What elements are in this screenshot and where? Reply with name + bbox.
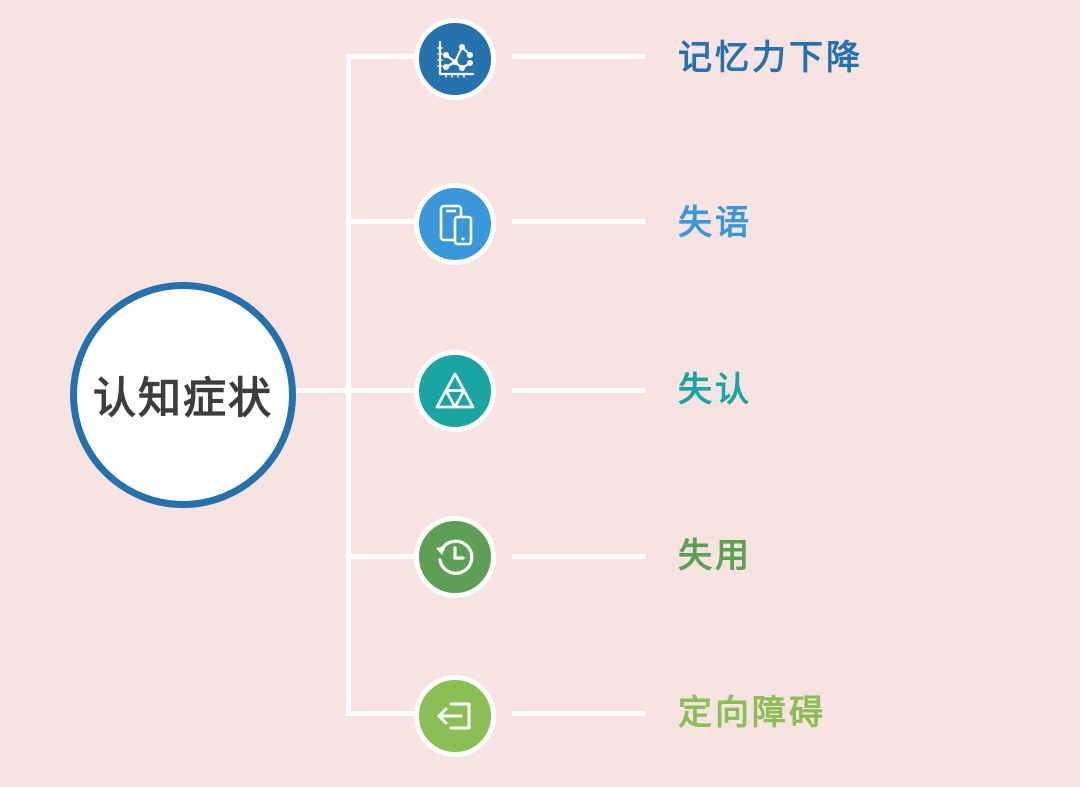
icon-to-label-line-2 xyxy=(512,219,645,224)
branch-label-memory: 记忆力下降 xyxy=(678,38,863,78)
trunk-to-icon-line-4 xyxy=(346,554,416,559)
branch-label-apraxia: 失用 xyxy=(678,536,752,576)
trunk-to-icon-line-3 xyxy=(346,388,416,393)
branch-label-disorientation: 定向障碍 xyxy=(678,693,826,733)
branch-label-aphasia: 失语 xyxy=(678,203,752,243)
icon-to-label-line-1 xyxy=(512,54,645,59)
branch-icon-circle-5 xyxy=(414,675,496,757)
mobile-devices-icon xyxy=(433,202,477,246)
branch-icon-circle-2 xyxy=(414,183,496,265)
exit-arrow-icon xyxy=(433,694,477,738)
icon-to-label-line-4 xyxy=(512,554,645,559)
trunk-to-icon-line-1 xyxy=(346,54,416,59)
vertical-trunk-line xyxy=(346,55,351,716)
branch-icon-circle-4 xyxy=(414,516,496,598)
line-chart-icon xyxy=(433,37,477,81)
icon-to-label-line-5 xyxy=(512,711,645,716)
history-clock-icon xyxy=(433,535,477,579)
branch-icon-circle-3 xyxy=(414,350,496,432)
center-label: 认知症状 xyxy=(93,374,273,424)
center-connector-line xyxy=(282,388,350,393)
trunk-to-icon-line-2 xyxy=(346,219,416,224)
branch-label-agnosia: 失认 xyxy=(678,370,752,410)
trunk-to-icon-line-5 xyxy=(346,711,416,716)
branch-icon-circle-1 xyxy=(414,18,496,100)
center-node: 认知症状 xyxy=(70,282,296,508)
triangle-pyramid-icon xyxy=(433,369,477,413)
icon-to-label-line-3 xyxy=(512,388,645,393)
